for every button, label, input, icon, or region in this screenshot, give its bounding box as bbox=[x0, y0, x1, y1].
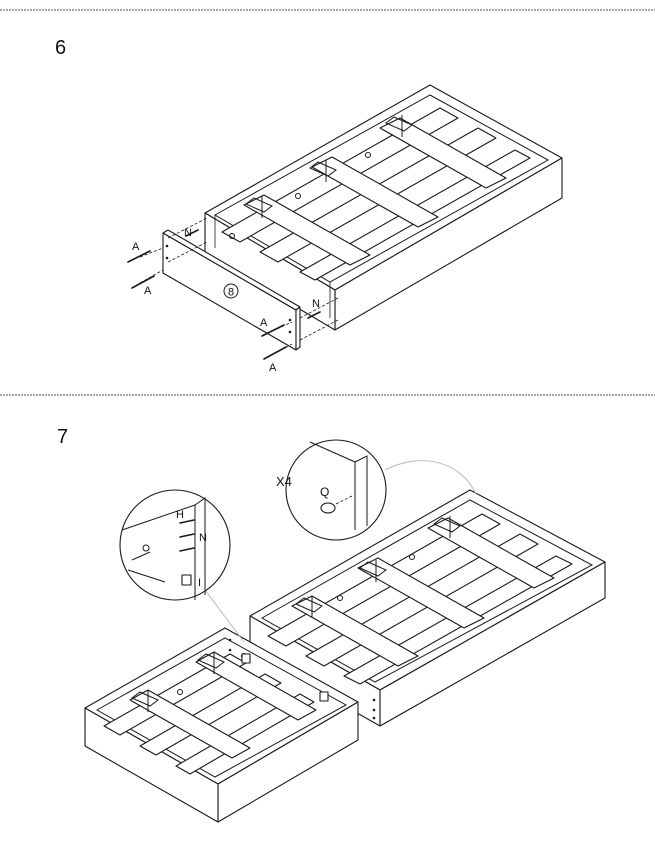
step-6-drawer-frame bbox=[204, 84, 563, 331]
left-top-screw-icon bbox=[127, 250, 151, 263]
right-dowel-label: N bbox=[312, 298, 320, 310]
cam-lock-i-icon bbox=[181, 574, 192, 586]
foot-q-icon bbox=[320, 502, 336, 514]
left-bottom-screw-icon bbox=[131, 275, 155, 289]
detail-h-label: H bbox=[176, 509, 184, 521]
dowel-n-icon bbox=[179, 533, 195, 538]
step-7-main-frame bbox=[249, 489, 606, 727]
cam-lock-icon bbox=[319, 691, 329, 702]
cam-bolt-h-icon bbox=[179, 519, 195, 524]
step-7-front-drawer bbox=[84, 627, 359, 823]
detail-i-label: I bbox=[198, 577, 201, 589]
quantity-label: X4 bbox=[276, 474, 292, 489]
left-dowel-label: N bbox=[184, 227, 192, 239]
part-8-marker bbox=[223, 283, 239, 299]
right-bottom-screw-label: A bbox=[269, 362, 277, 374]
cam-lock-icon bbox=[241, 653, 251, 664]
step-6-front-panel-8: 8 bbox=[162, 229, 301, 351]
right-dowel-icon bbox=[307, 311, 321, 319]
step-6-number: 6 bbox=[55, 37, 66, 59]
left-top-screw-label: A bbox=[132, 241, 140, 253]
step-7-number: 7 bbox=[57, 426, 68, 448]
detail-q-label: Q bbox=[320, 485, 329, 499]
step-7-right-detail: X4 Q bbox=[276, 439, 477, 541]
part-8-number: 8 bbox=[228, 287, 234, 299]
right-top-screw-label: A bbox=[260, 317, 268, 329]
step-6-hardware: A A N N A A bbox=[127, 217, 339, 374]
left-bottom-screw-label: A bbox=[144, 285, 152, 297]
step-7-left-detail: H N I bbox=[119, 489, 245, 643]
dowel-n-icon bbox=[179, 547, 195, 552]
right-bottom-screw-icon bbox=[263, 346, 287, 360]
right-top-screw-icon bbox=[261, 324, 285, 337]
detail-n-label: N bbox=[199, 532, 207, 544]
left-dowel-icon bbox=[185, 229, 199, 237]
